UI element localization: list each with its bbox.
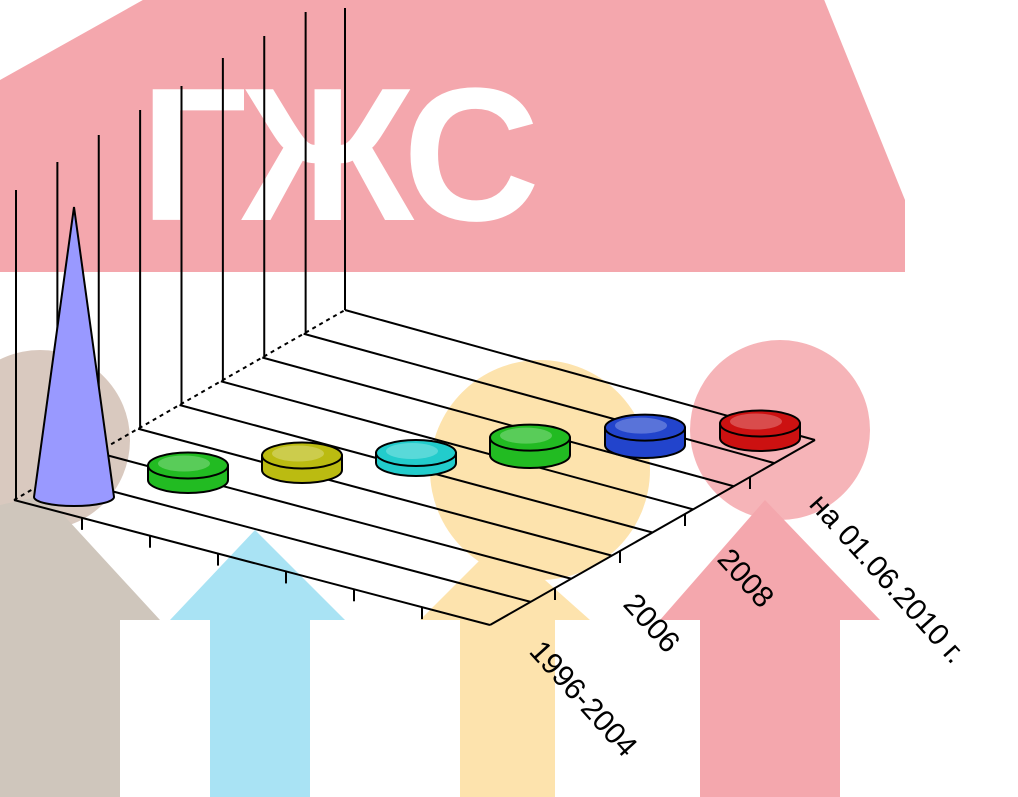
floor-gridline [55, 475, 531, 603]
floor-gridline [137, 427, 613, 557]
watermark-roof-shape [0, 0, 905, 272]
watermark-circle-3 [430, 360, 650, 580]
cylinder-top [489, 423, 571, 452]
watermark-arrow-2 [170, 530, 345, 797]
chart-mark-5-cylinder [489, 423, 571, 469]
chart-frame [13, 8, 816, 626]
watermark-arrow-3 [420, 540, 590, 797]
chart-mark-7-cylinder [719, 409, 801, 452]
chart-mark-4-cylinder [375, 439, 457, 477]
cylinder-highlight [730, 413, 782, 430]
watermark-arrow-4 [660, 500, 880, 797]
floor-gridline [13, 499, 491, 626]
chart-mark-6-cylinder [604, 413, 686, 459]
cylinder-highlight [272, 445, 324, 462]
cylinder-top [375, 439, 457, 467]
cone-body [32, 206, 116, 507]
cylinder-top [261, 441, 343, 470]
chart-mark-1-cone [32, 206, 116, 507]
floor-gridline [220, 380, 694, 511]
watermark-arrow-1 [0, 495, 160, 797]
floor-right-edge [489, 439, 816, 626]
watermark-logo: ГЖС [0, 0, 905, 797]
floor-gridline [261, 356, 735, 488]
floor-gridline [303, 332, 775, 465]
chart-mark-3-cylinder [261, 441, 343, 484]
cylinder-highlight [500, 427, 552, 444]
cylinder-top [147, 451, 229, 480]
cylinder-highlight [158, 455, 210, 472]
chart-marks [32, 206, 801, 507]
cylinder-top [604, 413, 686, 442]
watermark-logo-text: ГЖС [140, 49, 536, 261]
chart-mark-2-cylinder [147, 451, 229, 494]
cylinder-highlight [386, 443, 438, 459]
cylinder-highlight [615, 417, 667, 434]
category-label-2006: 2006 [617, 588, 686, 660]
cylinder-top [719, 409, 801, 438]
